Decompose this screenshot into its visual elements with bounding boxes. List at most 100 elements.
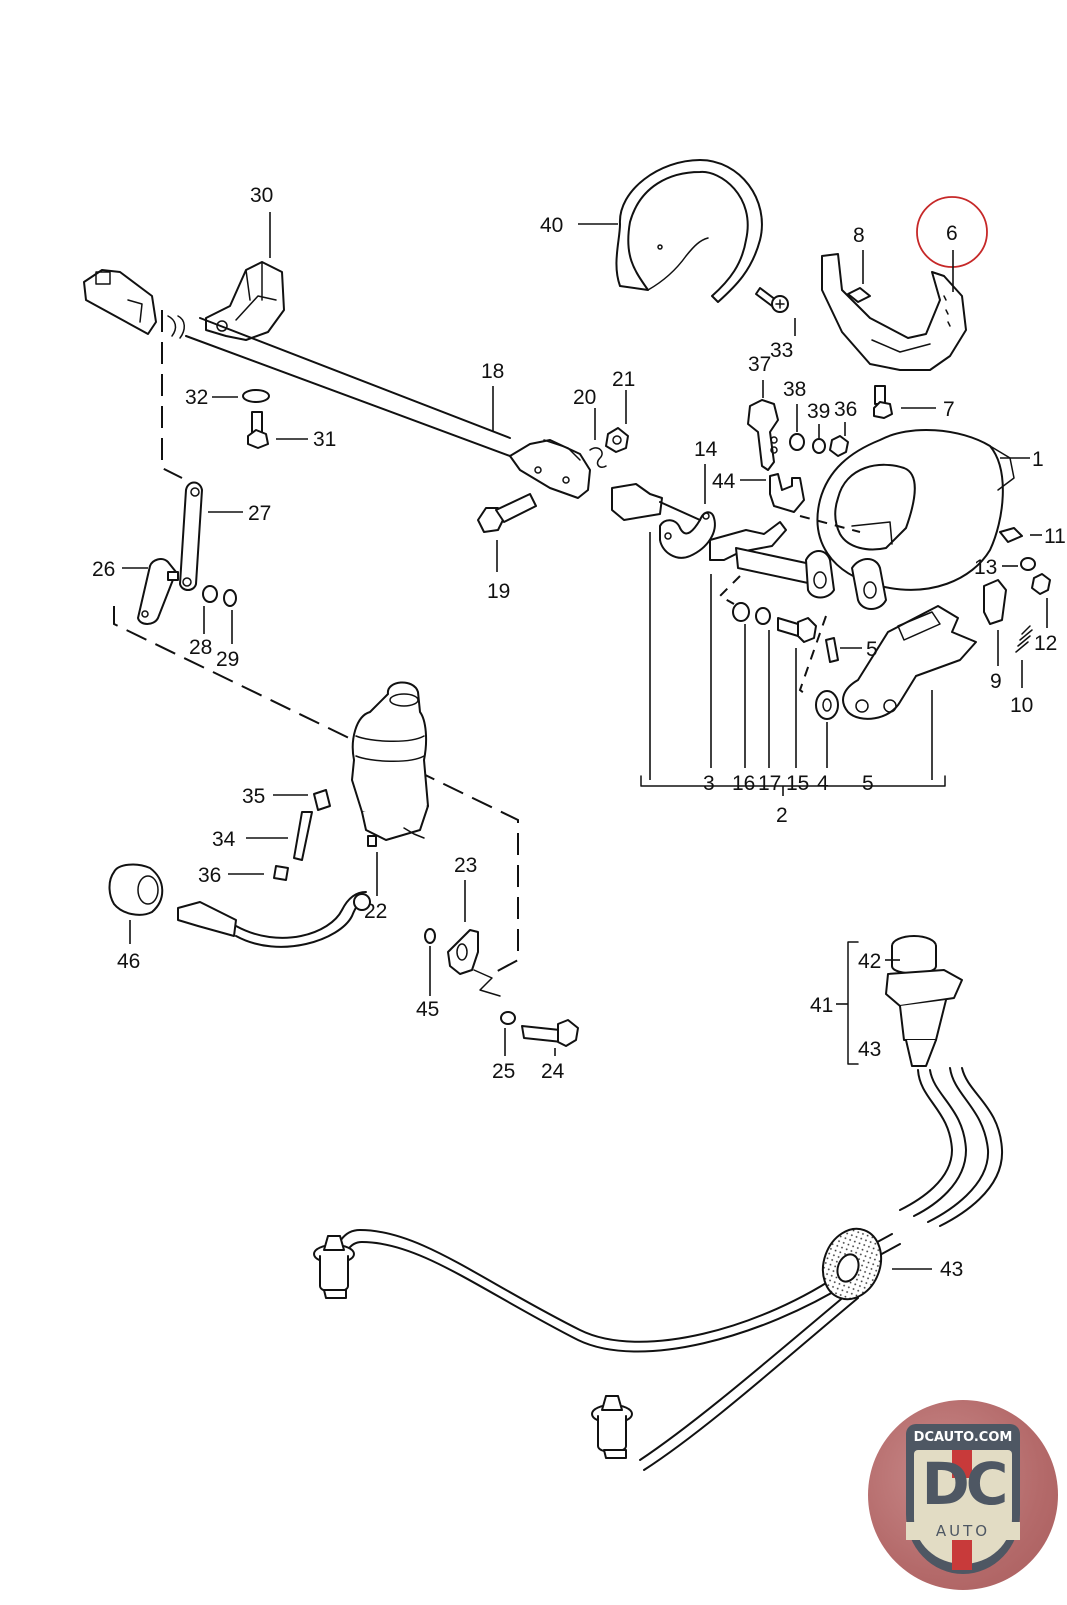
callout-20: 20 — [573, 386, 596, 409]
part-34-bolt[interactable] — [293, 811, 313, 861]
part-20-lockwasher[interactable] — [589, 447, 607, 469]
callout-31: 31 — [313, 428, 336, 451]
callout-1: 1 — [1032, 448, 1044, 471]
callout-15: 15 — [786, 772, 809, 795]
part-1-shift-housing[interactable] — [816, 429, 1015, 591]
part-12-screw[interactable] — [1031, 573, 1051, 595]
part-29-clip[interactable] — [223, 589, 237, 607]
callout-13: 13 — [974, 556, 997, 579]
callout-25: 25 — [492, 1060, 515, 1083]
wiring-harness — [331, 1067, 1004, 1471]
callout-43-switch: 43 — [858, 1038, 881, 1061]
part-9-switch[interactable] — [983, 579, 1007, 625]
logo-subtitle: AUTO — [906, 1522, 1020, 1540]
logo-shield: DCAUTO.COM DC AUTO — [906, 1424, 1020, 1574]
part-25-washer[interactable] — [500, 1011, 516, 1025]
logo-stripe-bottom — [952, 1536, 972, 1570]
part-39-lockwasher[interactable] — [812, 438, 826, 454]
callout-40: 40 — [540, 214, 563, 237]
callout-33: 33 — [770, 339, 793, 362]
part-45-nut[interactable] — [424, 928, 436, 944]
callout-30: 30 — [250, 184, 273, 207]
callout-9: 9 — [990, 670, 1002, 693]
part-7-bolt[interactable] — [873, 385, 893, 419]
part-26-lever[interactable] — [137, 558, 179, 625]
part-36-nut[interactable] — [829, 435, 849, 457]
callout-32: 32 — [185, 386, 208, 409]
part-5-pin[interactable] — [825, 637, 839, 663]
part-4-washer[interactable] — [815, 690, 839, 720]
part-23-gasket[interactable] — [447, 929, 479, 975]
callout-28: 28 — [189, 636, 212, 659]
callout-42: 42 — [858, 950, 881, 973]
part-3-rod-end[interactable] — [611, 483, 701, 521]
callout-10: 10 — [1010, 694, 1033, 717]
callout-23: 23 — [454, 854, 477, 877]
bulb-socket-left[interactable] — [313, 1235, 355, 1299]
part-21-nut[interactable] — [605, 427, 629, 453]
callout-41: 41 — [810, 994, 833, 1017]
part-10-spring[interactable] — [1015, 625, 1033, 653]
callout-27: 27 — [248, 502, 271, 525]
callout-29: 29 — [216, 648, 239, 671]
callout-5-arm: 5 — [862, 772, 874, 795]
part-11-pad[interactable] — [999, 527, 1023, 543]
part-24-bolt[interactable] — [521, 1019, 579, 1047]
part-18-shaft[interactable] — [83, 269, 591, 499]
part-13-clip[interactable] — [1020, 557, 1036, 571]
part-35-cap[interactable] — [313, 789, 331, 811]
part-hose-fitting[interactable] — [177, 893, 371, 937]
callout-12: 12 — [1034, 632, 1057, 655]
part-30-bracket[interactable] — [205, 261, 285, 341]
logo-url-text: DCAUTO.COM — [913, 1430, 1013, 1445]
part-40-cover[interactable] — [615, 159, 763, 303]
callout-44: 44 — [712, 470, 736, 493]
part-44-clip[interactable] — [769, 473, 805, 513]
logo-stripe-top — [952, 1450, 972, 1478]
part-15-bolt[interactable] — [777, 617, 817, 643]
callout-3: 3 — [703, 772, 715, 795]
callout-45: 45 — [416, 998, 439, 1021]
callout-2: 2 — [776, 804, 788, 827]
part-17-lockwasher[interactable] — [755, 607, 771, 625]
part-36-sleeve[interactable] — [273, 865, 289, 881]
callout-14: 14 — [694, 438, 718, 461]
part-32-clip[interactable] — [242, 389, 270, 403]
callout-18: 18 — [481, 360, 504, 383]
callout-19: 19 — [487, 580, 510, 603]
part-37-switch-block[interactable] — [747, 399, 779, 471]
callout-38: 38 — [783, 378, 806, 401]
part-38-washer[interactable] — [789, 433, 805, 451]
part-5-lever-arm[interactable] — [842, 605, 977, 720]
callout-17: 17 — [758, 772, 781, 795]
callout-16: 16 — [732, 772, 755, 795]
part-8-nut[interactable] — [847, 287, 871, 303]
part-28-washer[interactable] — [202, 585, 218, 603]
callout-36-top: 36 — [834, 398, 857, 421]
highlight-circle — [916, 196, 988, 268]
part-6-bracket[interactable] — [821, 253, 967, 371]
part-16-washer[interactable] — [732, 602, 750, 622]
part-22-cylinder[interactable] — [351, 681, 429, 847]
part-33-screw[interactable] — [755, 287, 789, 313]
callout-8: 8 — [853, 224, 865, 247]
part-19-bolt[interactable] — [477, 493, 537, 533]
callout-46: 46 — [117, 950, 140, 973]
callout-6: 6 — [946, 222, 958, 245]
part-27-link-rod[interactable] — [179, 481, 203, 591]
part-43-grommet[interactable] — [813, 1221, 890, 1308]
part-3-fork-shaft[interactable] — [709, 521, 887, 610]
part-14-clamp[interactable] — [659, 511, 716, 559]
part-31-bolt[interactable] — [247, 411, 269, 449]
part-43-switch-body[interactable] — [885, 969, 963, 1067]
callout-26: 26 — [92, 558, 115, 581]
callout-4: 4 — [817, 772, 829, 795]
part-42-switch-knob[interactable] — [891, 935, 937, 975]
dcauto-logo: DCAUTO.COM DC AUTO — [868, 1400, 1058, 1590]
callout-34: 34 — [212, 828, 236, 851]
logo-mark: DC — [921, 1450, 1009, 1518]
callout-21: 21 — [612, 368, 635, 391]
bulb-socket-right[interactable] — [591, 1395, 633, 1459]
part-46-boot[interactable] — [108, 863, 164, 916]
